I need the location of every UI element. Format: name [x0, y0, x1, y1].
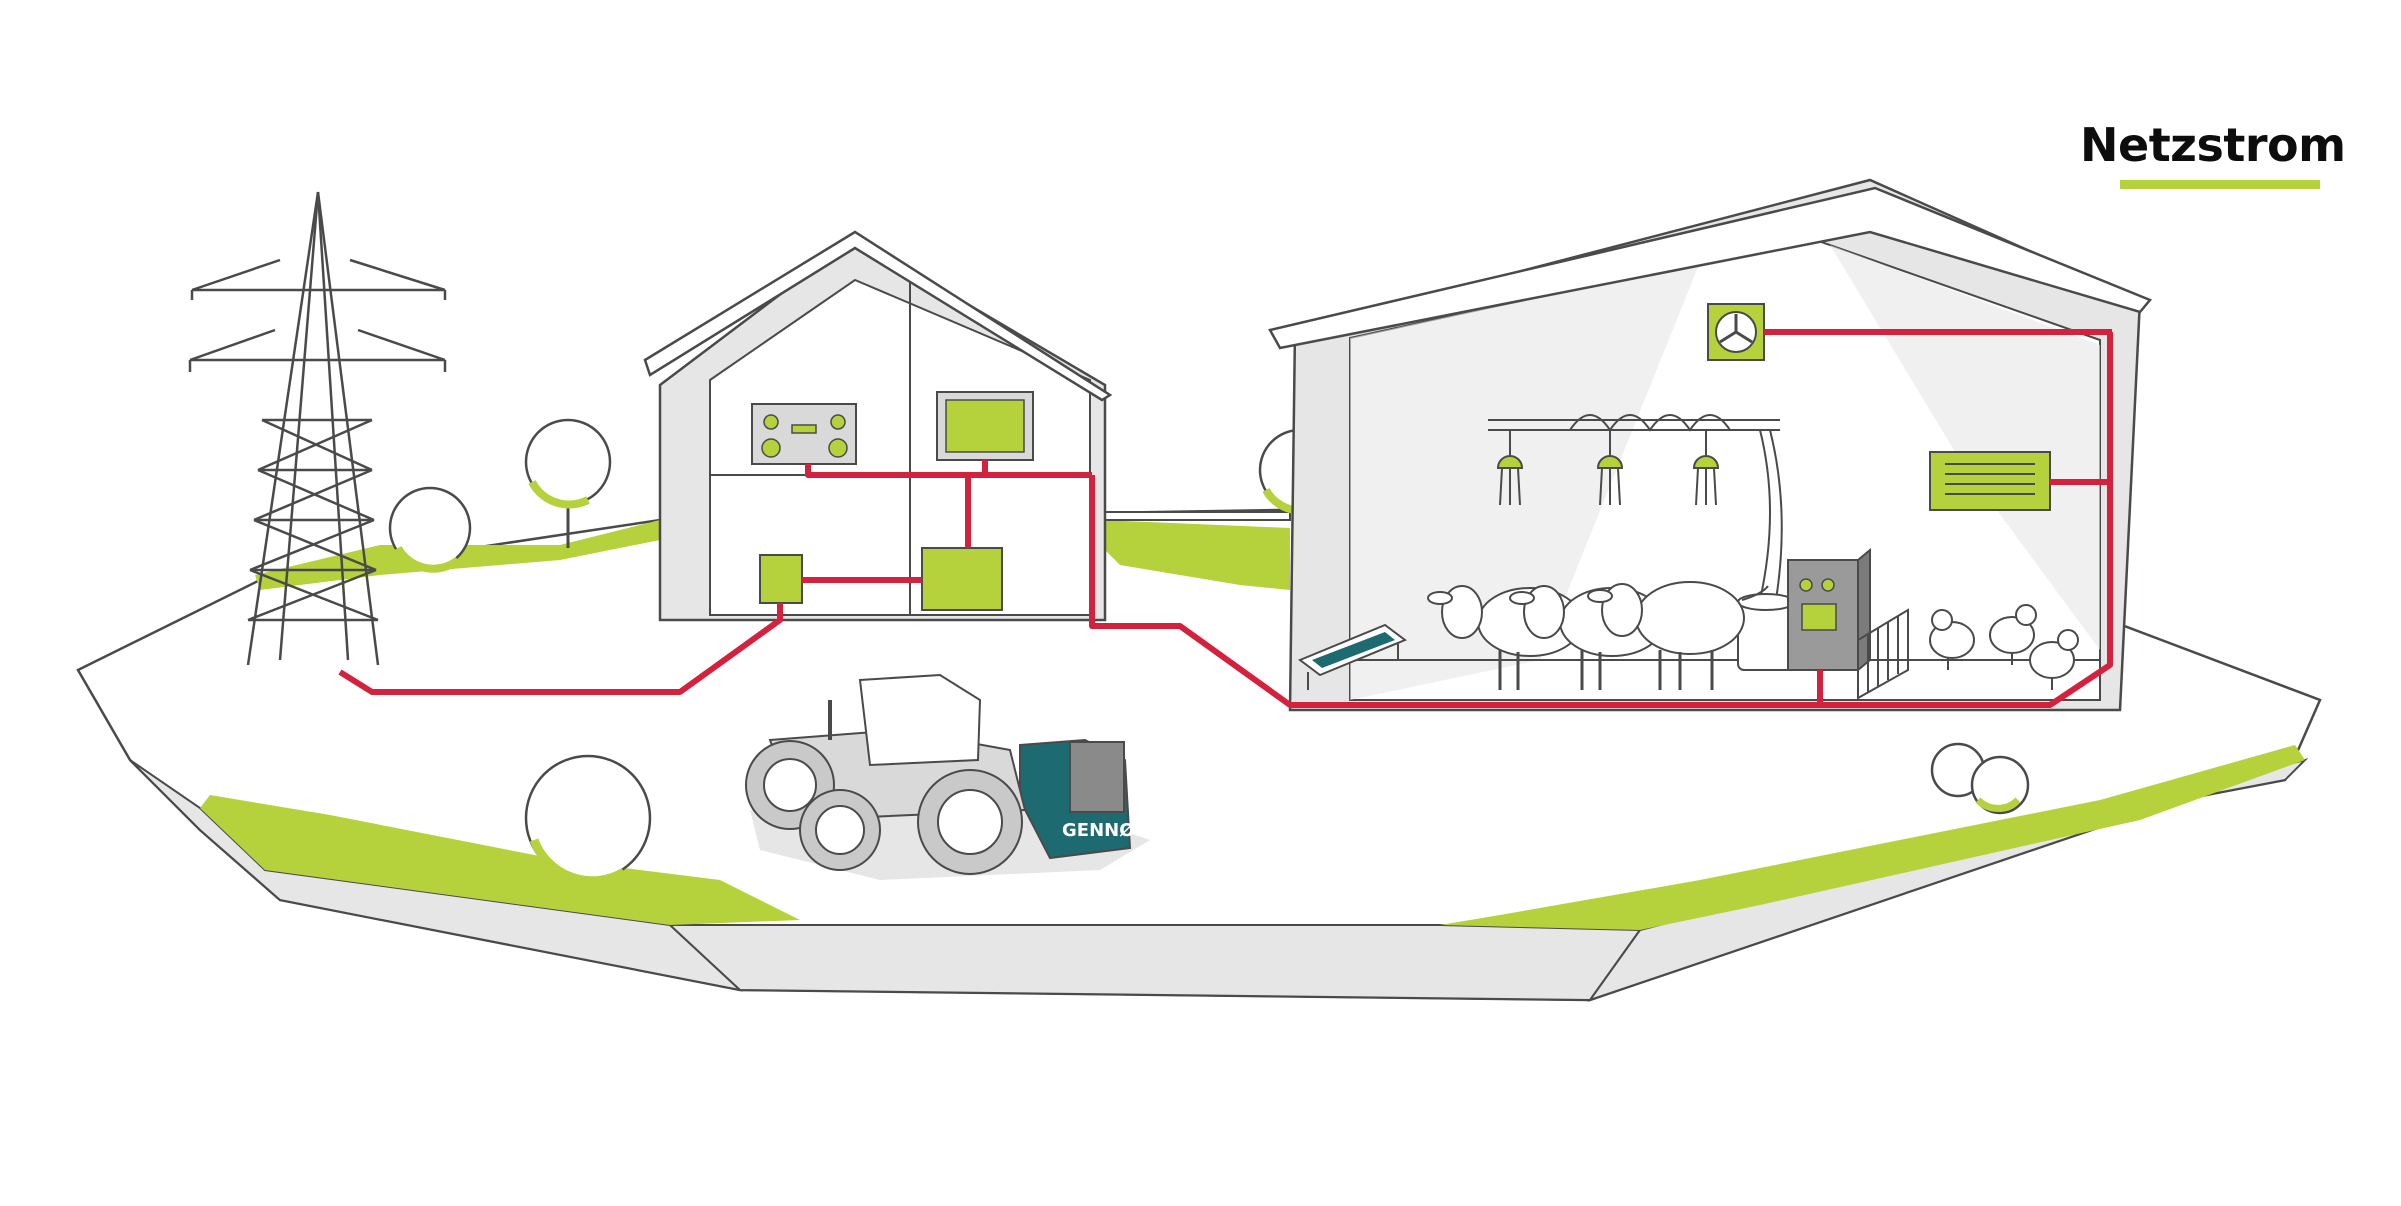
power-lines	[338, 329, 2113, 708]
stereo-icon	[751, 403, 857, 465]
gate-icon	[1857, 608, 1909, 700]
page-title: Netzstrom	[2080, 118, 2346, 172]
barn-icon	[1268, 178, 2153, 712]
tractor-brand-label: GENNØ	[1062, 820, 1135, 841]
tank-icon	[1737, 593, 1795, 671]
control-cabinet-icon	[1787, 547, 1871, 673]
house-to-barn-line	[1089, 332, 2113, 708]
power-pylon-icon	[188, 191, 447, 666]
fuse-box-icon	[759, 554, 803, 604]
house-floor-line	[805, 464, 1092, 478]
trough-icon	[1297, 623, 1408, 690]
tree-icon	[388, 486, 472, 573]
chicken-icon	[1989, 604, 2037, 665]
appliance-box-icon	[921, 547, 1003, 611]
pylon-to-house-line	[338, 603, 783, 695]
title-underline	[2120, 180, 2320, 189]
chicken-icon	[1929, 609, 1975, 670]
cow-icon	[1587, 581, 1769, 690]
tree-icon	[524, 418, 612, 548]
tree-icon	[524, 754, 652, 886]
chicken-icon	[2029, 629, 2079, 690]
tv-icon	[936, 391, 1034, 461]
tractor-icon: GENNØ	[745, 673, 1150, 880]
farmhouse-icon	[643, 230, 1113, 622]
tree-icon	[1930, 742, 2030, 815]
milking-machine-icon	[1488, 414, 1783, 601]
fan-icon	[1707, 303, 1765, 361]
heater-icon	[1929, 451, 2051, 511]
